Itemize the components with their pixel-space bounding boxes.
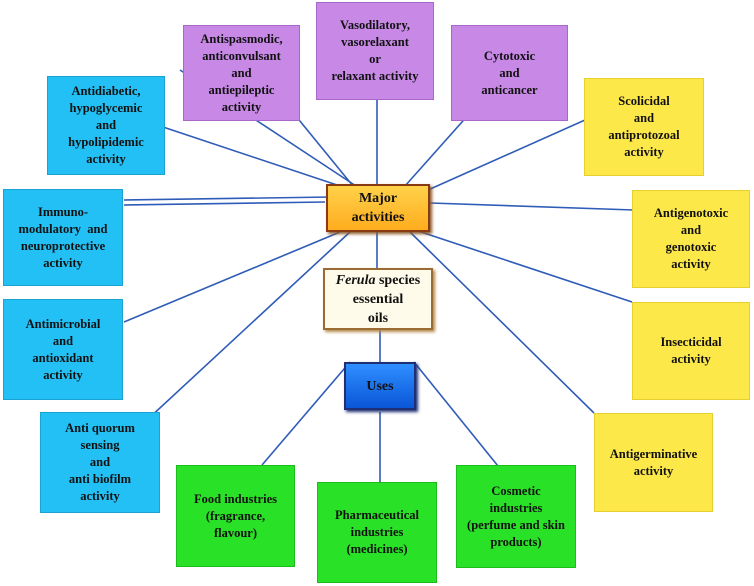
connector-immunomodulatory — [123, 201, 326, 206]
connector-scolicidal — [427, 119, 586, 191]
connector-antispasmodic — [294, 114, 354, 187]
label-line: neuroprotective — [20, 238, 106, 253]
label-line: antioxidant — [32, 350, 94, 365]
label-line: (fragrance, — [205, 508, 266, 523]
label-line: Pharmaceutical — [334, 508, 419, 522]
label-line: antiepileptic — [208, 82, 275, 97]
label-line: activity — [43, 255, 83, 270]
label-line: Vasodilatory, — [339, 18, 411, 32]
use-pharmaceutical-industries: Pharmaceutical industries (medicines) — [317, 482, 437, 583]
label-line: and — [680, 223, 702, 237]
center-line-1: Ferula species — [336, 271, 420, 290]
label-line: flavour) — [213, 525, 258, 540]
use-food-industries: Food industries (fragrance, flavour) — [176, 465, 295, 567]
hub-label: Uses — [366, 378, 394, 394]
label-line: Cosmetic — [491, 483, 541, 498]
hub-major-activities: Major activities — [326, 184, 430, 232]
label-line: anticancer — [481, 82, 538, 97]
activity-antiquorum: Anti quorum sensing and anti biofilm act… — [40, 412, 160, 513]
label-line: antiprotozoal — [608, 128, 680, 142]
label-line: industries — [350, 525, 404, 539]
label-line: Antispasmodic, — [200, 31, 283, 46]
genus-name: Ferula — [335, 272, 376, 288]
hub-uses: Uses — [344, 362, 416, 410]
label-line: relaxant activity — [331, 69, 419, 83]
label-line: anticonvulsant — [202, 48, 281, 63]
connector-cytotoxic — [404, 112, 471, 187]
label-line: activity — [671, 257, 711, 271]
label-line: hypoglycemic — [69, 101, 143, 115]
center-line-3: oils — [367, 310, 389, 326]
label-line: Scolicidal — [618, 94, 670, 108]
hub-label: Major — [358, 191, 398, 206]
connector-cosmetic — [413, 361, 499, 467]
connector-food — [261, 361, 351, 466]
label-line: Anti quorum — [65, 421, 135, 435]
label-line: activity — [633, 463, 674, 478]
activity-antimicrobial: Antimicrobial and antioxidant activity — [3, 299, 123, 400]
label-line: activity — [671, 352, 711, 366]
label-line: Antigenotoxic — [653, 206, 729, 220]
activity-antigerminative: Antigerminative activity — [594, 413, 713, 512]
connector-antigenotoxic — [429, 202, 635, 211]
label-line: activity — [86, 152, 126, 166]
label-line: and — [231, 65, 252, 80]
use-cosmetic-industries: Cosmetic industries (perfume and skin pr… — [456, 465, 576, 568]
label-line: and — [89, 455, 111, 469]
activity-antigenotoxic: Antigenotoxic and genotoxic activity — [632, 190, 750, 288]
hub-label: activities — [351, 210, 405, 225]
connector-antidiabetic — [123, 196, 333, 201]
label-line: Insecticidal — [660, 335, 722, 349]
activity-antispasmodic: Antispasmodic, anticonvulsant and antiep… — [183, 25, 300, 121]
activity-vasodilatory: Vasodilatory, vasorelaxant or relaxant a… — [316, 2, 434, 100]
activity-antidiabetic: Antidiabetic, hypoglycemic and hypolipid… — [47, 76, 165, 175]
label-line: genotoxic — [665, 240, 717, 254]
label-line: Cytotoxic — [483, 48, 536, 63]
label-line: or — [369, 52, 381, 66]
label-line: Food industries — [193, 491, 277, 506]
center-rest: species — [375, 272, 421, 288]
label-line: sensing — [80, 438, 120, 452]
label-line: modulatory and — [18, 221, 108, 236]
label-line: Antidiabetic, — [71, 84, 141, 98]
label-line: industries — [489, 500, 543, 515]
activity-immunomodulatory: Immuno- modulatory and neuroprotective a… — [3, 189, 123, 286]
activity-insecticidal: Insecticidal activity — [632, 302, 750, 400]
center-ferula-essential-oils: Ferula species essential oils — [323, 268, 433, 330]
label-line: and — [633, 111, 655, 125]
label-line: activity — [221, 99, 262, 114]
connector-antidiabetic-link — [141, 119, 341, 187]
label-line: products) — [490, 534, 542, 549]
label-line: and — [95, 118, 117, 132]
label-line: activity — [80, 489, 120, 503]
connector-antimicrobial — [123, 231, 341, 323]
label-line: activity — [624, 145, 664, 159]
connector-antigerminative — [409, 231, 595, 414]
label-line: and — [52, 333, 74, 348]
center-line-2: essential — [352, 291, 404, 307]
label-line: activity — [43, 367, 83, 382]
label-line: (perfume and skin — [467, 517, 565, 532]
label-line: hypolipidemic — [68, 135, 144, 149]
activity-scolicidal: Scolicidal and antiprotozoal activity — [584, 78, 704, 176]
label-line: vasorelaxant — [341, 35, 409, 49]
connector-insecticidal — [414, 229, 633, 303]
label-line: Antigerminative — [609, 446, 698, 461]
label-line: (medicines) — [346, 542, 408, 556]
label-line: and — [499, 65, 520, 80]
connector-antiquorum — [133, 231, 351, 433]
label-line: anti biofilm — [68, 472, 132, 486]
label-line: Antimicrobial — [25, 316, 101, 331]
activity-cytotoxic: Cytotoxic and anticancer — [451, 25, 568, 121]
label-line: Immuno- — [37, 204, 88, 219]
